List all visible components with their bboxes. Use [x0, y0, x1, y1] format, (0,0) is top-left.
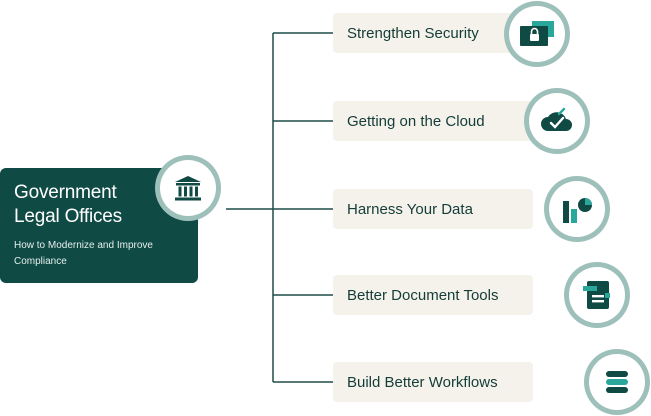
- lock-icon: [520, 21, 554, 46]
- root-icon-badge: [155, 155, 221, 221]
- workflow-icon: [606, 371, 628, 393]
- document-icon: [583, 281, 610, 309]
- branch-icon-badge: [524, 88, 590, 154]
- branch-label: Better Document Tools: [347, 286, 499, 304]
- branch-label: Getting on the Cloud: [347, 112, 485, 130]
- root-title: Government Legal Offices: [14, 182, 122, 227]
- branch-icon-badge: [564, 262, 630, 328]
- branch-icon-badge: [544, 176, 610, 242]
- root-card: Government Legal Offices How to Moderniz…: [0, 168, 198, 283]
- branch-label: Build Better Workflows: [347, 373, 498, 391]
- branch-better-document-tools[interactable]: Better Document Tools: [333, 275, 533, 315]
- branch-build-better-workflows[interactable]: Build Better Workflows: [333, 362, 533, 402]
- government-building-icon: [175, 176, 201, 201]
- branch-icon-badge: [584, 349, 650, 415]
- root-subtitle: How to Modernize and Improve Compliance: [14, 240, 153, 267]
- cloud-check-icon: [541, 107, 572, 131]
- branch-getting-on-the-cloud[interactable]: Getting on the Cloud: [333, 101, 533, 141]
- branch-harness-your-data[interactable]: Harness Your Data: [333, 189, 533, 229]
- branch-label: Strengthen Security: [347, 24, 479, 42]
- chart-icon: [563, 198, 592, 223]
- branch-strengthen-security[interactable]: Strengthen Security: [333, 13, 533, 53]
- branch-label: Harness Your Data: [347, 200, 473, 218]
- branch-icon-badge: [504, 1, 570, 67]
